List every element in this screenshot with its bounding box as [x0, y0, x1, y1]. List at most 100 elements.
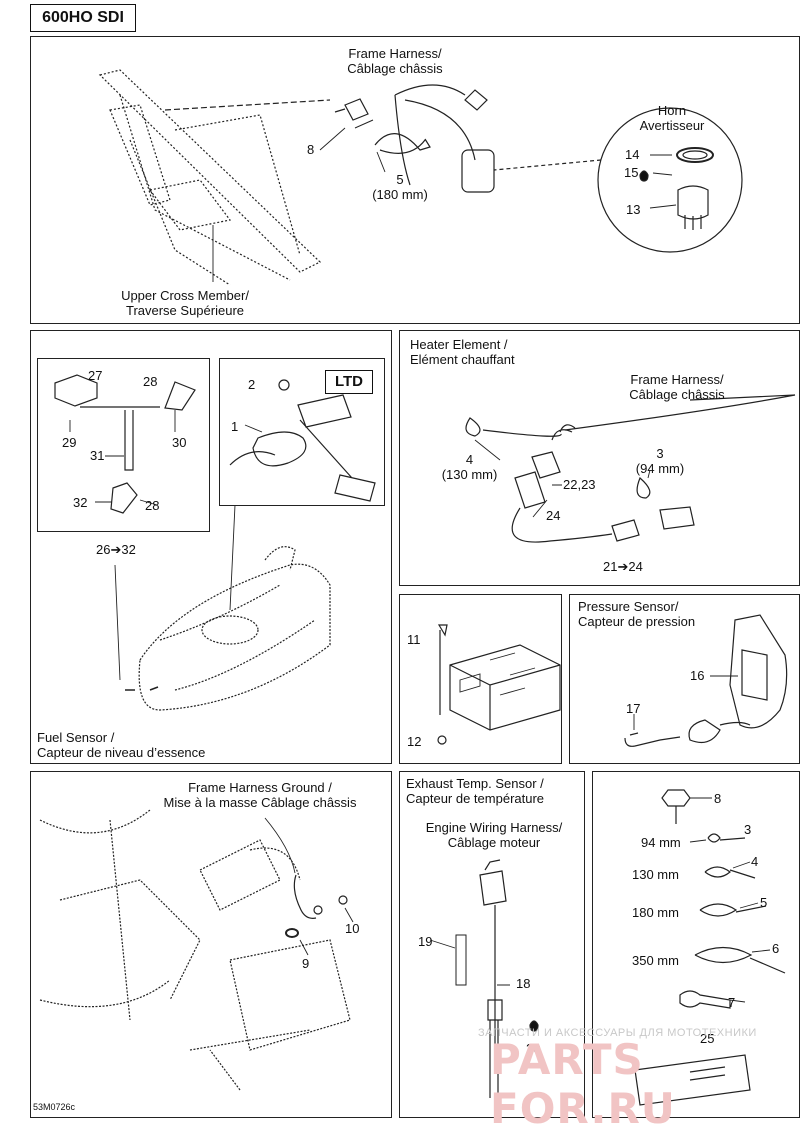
subpanel-connectors — [37, 358, 210, 532]
part-number-19: 19 — [418, 934, 433, 949]
horn-connector — [461, 149, 495, 193]
label-frame-harness-2: Frame Harness/Câblage châssis — [629, 372, 725, 402]
connector-28 — [80, 381, 196, 411]
washer-9 — [285, 928, 299, 938]
connector-22-23 — [514, 451, 561, 509]
nut-10 — [338, 895, 348, 905]
part-number-31: 31 — [90, 448, 105, 463]
screw-8-hw — [661, 789, 691, 824]
screw-17 — [624, 732, 681, 747]
strap-4-hw — [704, 866, 756, 879]
label-heater-element: Heater Element /Elément chauffant — [410, 337, 515, 367]
part-number-5-hw: 5 — [760, 895, 768, 910]
heater-wires — [551, 394, 796, 441]
drop-20 — [529, 1020, 539, 1032]
part-number-17: 17 — [626, 701, 641, 716]
drop-15 — [639, 170, 649, 182]
label-pressure-sensor: Pressure Sensor/Capteur de pression — [578, 599, 696, 629]
range-26-32: 26➔32 — [96, 542, 136, 557]
heater-element-24 — [511, 507, 640, 543]
sleeve-19 — [455, 934, 467, 986]
part-number-7-hw: 7 — [728, 995, 736, 1010]
dashed-link-line — [164, 99, 331, 111]
nut-12 — [437, 735, 447, 745]
range-21-24: 21➔24 — [603, 559, 643, 574]
part-number-5: 5(180 mm) — [372, 172, 428, 202]
part-number-9: 9 — [302, 956, 310, 971]
connector-32 — [110, 482, 138, 514]
part-number-6-hw: 6 — [772, 941, 780, 956]
panel-frame-harness — [30, 36, 800, 324]
grommet — [688, 719, 751, 743]
part-number-8-hw: 8 — [714, 791, 722, 806]
diagram-title: 600HO SDI — [30, 4, 136, 32]
ltd-badge: LTD — [325, 370, 373, 394]
part-number-8: 8 — [307, 142, 315, 157]
part-number-14: 14 — [625, 147, 640, 162]
part-number-3-hw: 3 — [744, 822, 752, 837]
label-engine-wiring-harness: Engine Wiring Harness/Câblage moteur — [425, 820, 563, 850]
horn-ring-14 — [676, 147, 714, 163]
part-number-24: 24 — [546, 508, 561, 523]
exhaust-sensor-18 — [487, 905, 503, 1098]
part-number-18: 18 — [516, 976, 531, 991]
part-number-15: 15 — [624, 165, 639, 180]
part-number-1: 1 — [231, 419, 239, 434]
part-number-30: 30 — [172, 435, 187, 450]
size-180mm: 180 mm — [632, 905, 679, 920]
panel-fuse-box — [399, 594, 562, 764]
part-number-4-hw: 4 — [751, 854, 759, 869]
panel-heater-element — [399, 330, 800, 586]
part-number-28-top: 28 — [143, 374, 158, 389]
panel-pressure-sensor — [569, 594, 800, 764]
strap-5-hw — [699, 903, 767, 917]
size-130mm: 130 mm — [632, 867, 679, 882]
ground-wire — [293, 874, 317, 919]
fuel-tank-drawing — [138, 546, 331, 711]
panel-exhaust-temp — [399, 771, 585, 1118]
label-exhaust-temp-sensor: Exhaust Temp. Sensor /Capteur de tempéra… — [406, 776, 545, 806]
part-number-32: 32 — [73, 495, 88, 510]
part-number-13: 13 — [626, 202, 641, 217]
part-number-11: 11 — [407, 632, 421, 647]
strap-6-hw — [694, 946, 786, 974]
part-number-28-bottom: 28 — [145, 498, 160, 513]
label-fuel-sensor: Fuel Sensor /Capteur de niveau d’essence — [37, 730, 206, 760]
connector-27 — [54, 374, 98, 407]
screw-8 — [334, 98, 369, 121]
part-number-22-23: 22,23 — [563, 477, 596, 492]
label-frame-harness-ground: Frame Harness Ground /Mise à la masse Câ… — [163, 780, 357, 810]
wire-31 — [124, 410, 134, 471]
label-upper-cross-member: Upper Cross Member/Traverse Supérieure — [121, 288, 249, 318]
bolt-11 — [437, 624, 448, 715]
part-number-25: 25 — [700, 1031, 715, 1046]
part-number-4: 4(130 mm) — [441, 452, 498, 482]
part-number-27: 27 — [88, 368, 103, 383]
tube-25 — [634, 1054, 751, 1106]
tie-strap-5 — [374, 133, 431, 154]
size-94mm: 94 mm — [641, 835, 681, 850]
subpanel-ltd — [219, 358, 385, 506]
tie-strap-4 — [465, 417, 562, 437]
size-350mm: 350 mm — [632, 953, 679, 968]
part-number-12: 12 — [407, 734, 422, 749]
frame-harness-wires — [394, 84, 488, 186]
label-frame-harness-1: Frame Harness/Câblage châssis — [347, 46, 443, 76]
frame-ground-drawing — [39, 809, 351, 1091]
clamp-7 — [679, 990, 731, 1009]
part-2-nut — [278, 379, 290, 391]
pressure-sensor-16 — [729, 614, 788, 729]
horn-detail-circle — [597, 107, 743, 253]
engine-harness-connector — [479, 859, 507, 906]
fuse-box-drawing — [449, 644, 561, 731]
part-number-10: 10 — [345, 921, 360, 936]
part-number-20: 20 — [526, 1041, 541, 1056]
panel-hardware — [592, 771, 800, 1118]
figure-code: 53M0726c — [33, 1102, 76, 1112]
watermark-brand: PARTS FOR.RU — [490, 1035, 676, 1133]
part-1-sensor — [252, 431, 307, 467]
part-number-3: 3(94 mm) — [635, 446, 685, 476]
horn-13 — [677, 185, 709, 230]
